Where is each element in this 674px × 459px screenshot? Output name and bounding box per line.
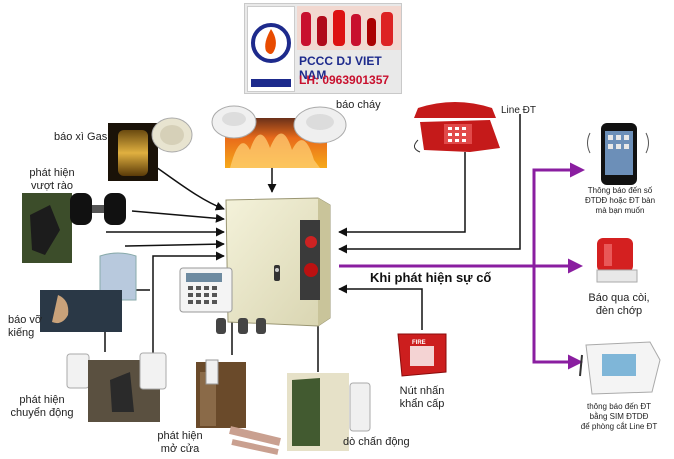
smoke-detectors [211, 105, 347, 168]
smartphone [587, 123, 649, 185]
gas-detector [108, 117, 193, 181]
label-phone-notify: Thông báo đến số ĐTDĐ hoặc ĐT bàn mà bạn… [570, 186, 670, 216]
arrow-glass [124, 239, 225, 249]
label-siren: Báo qua còi, đèn chớp [574, 292, 664, 318]
label-glass-line1: báo vỡ [8, 314, 43, 326]
banner-hotline: LH: 0963901357 [299, 73, 390, 87]
siren-strobe [596, 238, 638, 283]
label-panic-line2: khẩn cấp [399, 398, 445, 410]
label-door-line2: mở cửa [160, 443, 200, 455]
label-motion-detector: phát hiện chuyển động [6, 394, 78, 420]
glass-break-detector [40, 252, 137, 332]
arrow-alert-down [532, 266, 583, 370]
beam-detector [22, 193, 126, 263]
label-beam-line2: vượt rào [30, 180, 74, 192]
label-sim-line3: để phòng cắt Line ĐT [580, 422, 658, 431]
arrow-gas [152, 164, 225, 211]
label-sim-line1: thông báo đến ĐT [586, 402, 652, 411]
arrow-panic [338, 284, 423, 330]
keypad [179, 267, 233, 313]
gsm-dialer [579, 341, 661, 395]
label-siren-line2: đèn chớp [595, 305, 643, 317]
panic-button-device: FIRE [397, 333, 447, 377]
label-beam-line1: phát hiện [29, 167, 75, 179]
label-phone-notify-line2: ĐTDĐ hoặc ĐT bàn [584, 196, 656, 205]
label-door-line1: phát hiện [157, 430, 203, 442]
label-sim-notify: thông báo đến ĐT bằng SIM ĐTDĐ để phòng … [564, 402, 674, 432]
arrow-line-dt [338, 114, 521, 254]
vibration-sensor [287, 373, 371, 451]
label-incident: Khi phát hiện sự cố [370, 270, 492, 285]
arrow-alert-up [532, 162, 585, 266]
remote-fobs [216, 318, 266, 334]
banner-company-name: PCCC DJ VIET NAM [299, 54, 382, 82]
label-door-sensor: phát hiện mở cửa [150, 430, 210, 456]
motion-detector [66, 352, 167, 422]
alert-arrows [339, 162, 585, 370]
company-banner: PCCC DJ VIET NAM LH: 0963901357 [244, 3, 402, 94]
label-phone-notify-line3: mà bạn muốn [595, 206, 645, 215]
extinguisher-photo [297, 6, 401, 50]
label-beam-detector: phát hiện vượt rào [22, 167, 82, 193]
desk-phone [414, 102, 500, 153]
label-fire-detector: báo cháy [336, 99, 381, 111]
arrow-motion-2 [152, 251, 225, 355]
label-sim-line2: bằng SIM ĐTDĐ [589, 412, 649, 421]
panic-button-text: FIRE [412, 340, 426, 346]
label-glass-break: báo vỡ kiếng [8, 314, 42, 340]
label-line-dt: Line ĐT [501, 105, 537, 116]
label-glass-line2: kiếng [8, 327, 35, 339]
door-contact-sensor [196, 359, 281, 455]
arrow-beam-1 [131, 210, 225, 223]
label-motion-line1: phát hiện [19, 394, 65, 406]
company-logo [247, 6, 295, 92]
label-panic-button: Nút nhấn khẩn cấp [392, 385, 452, 411]
label-siren-line1: Báo qua còi, [588, 292, 650, 304]
alarm-control-panel [225, 197, 331, 327]
label-gas-detector: báo xì Gas [54, 131, 108, 143]
label-panic-line1: Nút nhấn [399, 385, 445, 397]
label-phone-notify-line1: Thông báo đến số [587, 186, 653, 195]
label-vibration-sensor: dò chấn động [343, 436, 410, 448]
arrow-phone [338, 152, 466, 237]
label-motion-line2: chuyển động [10, 407, 74, 419]
